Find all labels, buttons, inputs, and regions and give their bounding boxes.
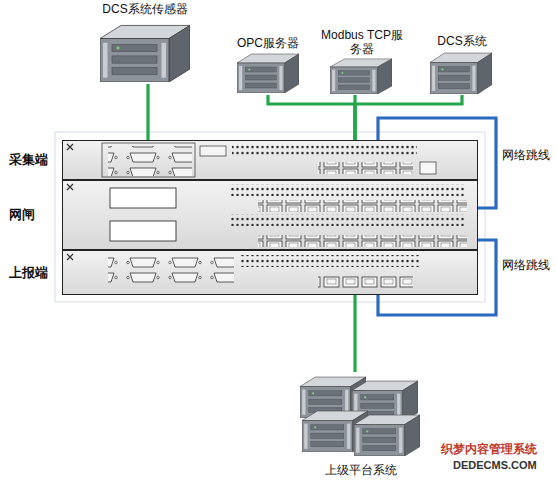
node-label: 采集端 xyxy=(9,153,48,167)
node-label: DCS系统传感器 xyxy=(102,2,187,16)
node-label: 网闸 xyxy=(9,208,35,222)
node-label: 上级平台系统 xyxy=(325,463,397,477)
dcs-server: DCS系统 xyxy=(424,34,500,95)
node-label: OPC服务器 xyxy=(237,36,299,50)
watermark-url: DEDECMS.COM xyxy=(452,458,538,472)
watermark-text: 织梦内容管理系统 xyxy=(440,442,538,456)
network-cable xyxy=(146,84,149,140)
patch-cable xyxy=(378,240,496,315)
gateway-unit: 网闸 xyxy=(62,180,478,250)
reporter-unit: 上报端 xyxy=(62,250,478,295)
node-label: DCS系统 xyxy=(437,34,486,48)
modbus-server: Modbus TCP服务器 xyxy=(320,28,404,95)
collector-unit: 采集端 xyxy=(62,140,478,180)
opc-server: OPC服务器 xyxy=(230,36,306,95)
edge-label: 网络跳线 xyxy=(501,258,551,272)
patch-cable xyxy=(378,118,496,208)
platform-servers: 上级平台系统 xyxy=(292,372,430,477)
network-cable xyxy=(353,295,356,372)
sensor-server: DCS系统传感器 xyxy=(90,2,200,84)
edge-label: 网络跳线 xyxy=(501,148,551,162)
node-label: 上报端 xyxy=(9,266,48,280)
network-cable xyxy=(268,95,355,140)
node-label: Modbus TCP服务器 xyxy=(320,28,404,56)
